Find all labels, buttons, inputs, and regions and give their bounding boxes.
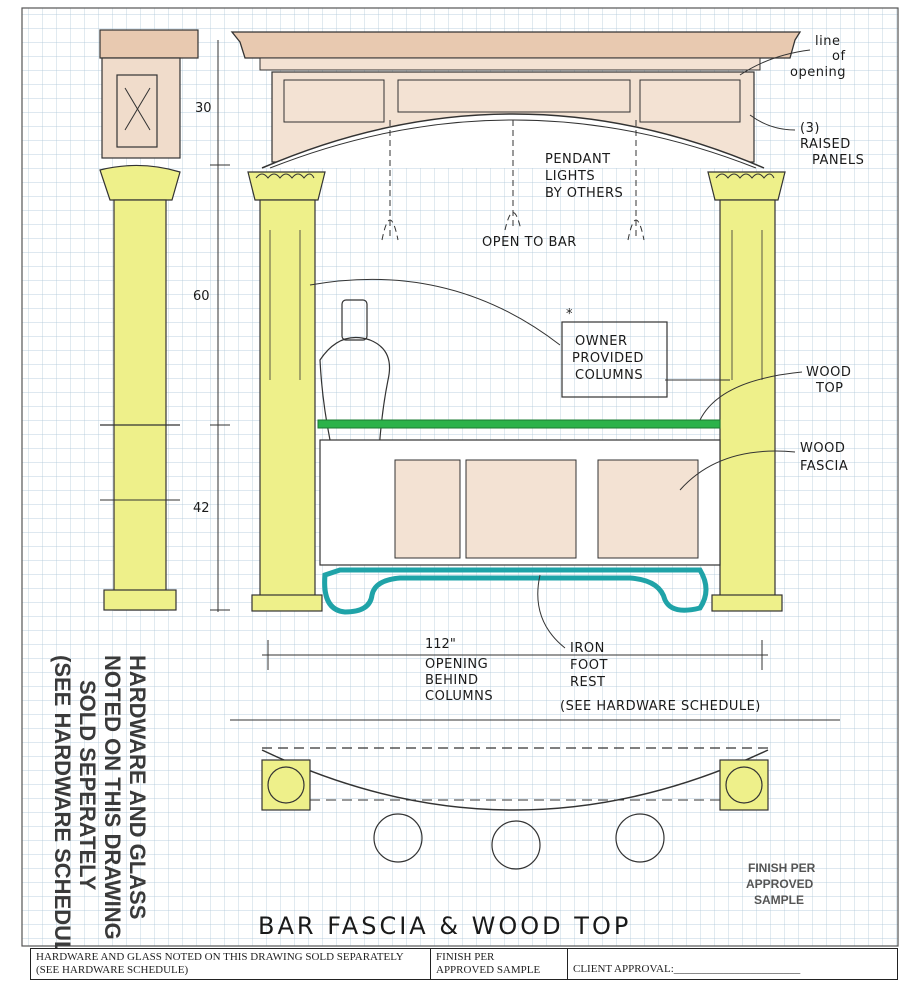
note-wood-top-2: TOP xyxy=(815,381,844,396)
annotations: line of opening (3) RAISED PANELS PENDAN… xyxy=(309,34,864,714)
finish-stamp-2: APPROVED xyxy=(746,877,814,891)
title-block: HARDWARE AND GLASS NOTED ON THIS DRAWING… xyxy=(30,948,898,980)
note-open-to-bar: OPEN TO BAR xyxy=(482,235,577,250)
note-owner-3: COLUMNS xyxy=(575,368,643,383)
pendant-lights xyxy=(381,120,645,241)
wood-top xyxy=(317,419,721,429)
note-pendant-3: BY OTHERS xyxy=(545,186,623,201)
bar-stool-2 xyxy=(491,820,541,870)
note-raised-panels-2: RAISED xyxy=(800,137,851,152)
opening-dimension: 112" OPENING BEHIND COLUMNS xyxy=(262,637,768,704)
note-footrest-3: REST xyxy=(570,675,605,690)
finish-stamp: FINISH PER APPROVED SAMPLE xyxy=(746,861,816,907)
note-wood-fascia-1: WOOD xyxy=(800,441,845,456)
right-column xyxy=(707,171,786,612)
stamp-line-1: HARDWARE AND GLASS xyxy=(125,655,150,919)
note-owner-2: PROVIDED xyxy=(572,351,644,366)
stamp-line-4: (SEE HARDWARE SCHEDULE) xyxy=(50,655,75,976)
opening-note-3: COLUMNS xyxy=(425,689,493,704)
note-wood-fascia-2: FASCIA xyxy=(800,459,848,474)
note-line-of-opening-2: of xyxy=(832,49,846,64)
stamp-line-3: SOLD SEPERATELY xyxy=(75,680,100,891)
dim-60-label: 60 xyxy=(193,289,210,304)
opening-note-2: BEHIND xyxy=(425,673,478,688)
drawing-title: BAR FASCIA & WOOD TOP xyxy=(258,912,631,940)
finish-stamp-1: FINISH PER xyxy=(748,861,816,875)
note-wood-top-1: WOOD xyxy=(806,365,851,380)
title-block-finish-line2: APPROVED SAMPLE xyxy=(436,964,541,976)
note-owner-1: OWNER xyxy=(575,334,628,349)
plan-view xyxy=(230,719,840,870)
dim-112-label: 112" xyxy=(425,637,456,652)
note-footrest-1: IRON xyxy=(570,641,605,656)
note-footrest-2: FOOT xyxy=(570,658,608,673)
note-line-of-opening-3: opening xyxy=(790,65,846,80)
dim-30-label: 30 xyxy=(195,101,212,116)
note-raised-panels-3: PANELS xyxy=(812,153,864,168)
note-footrest-4: (SEE HARDWARE SCHEDULE) xyxy=(560,699,761,714)
title-block-finish-line1: FINISH PER xyxy=(436,951,495,963)
note-asterisk: * xyxy=(566,307,573,322)
note-line-of-opening-1: line xyxy=(815,34,840,49)
stamp-line-2: NOTED ON THIS DRAWING xyxy=(100,655,125,940)
cornice xyxy=(230,31,802,71)
wood-fascia xyxy=(319,439,721,566)
note-raised-panels-1: (3) xyxy=(800,121,820,136)
bar-stool-3 xyxy=(615,813,665,863)
hardware-stamp: HARDWARE AND GLASS NOTED ON THIS DRAWING… xyxy=(50,655,150,976)
title-block-finish: FINISH PER APPROVED SAMPLE xyxy=(431,949,568,979)
owner-columns-box xyxy=(561,321,668,398)
note-pendant-1: PENDANT xyxy=(545,152,611,167)
side-elevation xyxy=(99,29,199,611)
note-pendant-2: LIGHTS xyxy=(545,169,595,184)
title-block-note-line2: (SEE HARDWARE SCHEDULE) xyxy=(36,964,189,976)
title-block-note: HARDWARE AND GLASS NOTED ON THIS DRAWING… xyxy=(31,949,431,979)
client-approval-field[interactable]: CLIENT APPROVAL:_______________________ xyxy=(573,963,801,975)
opening-note-1: OPENING xyxy=(425,657,488,672)
left-column xyxy=(247,171,326,612)
finish-stamp-3: SAMPLE xyxy=(754,893,804,907)
dim-42-label: 42 xyxy=(193,501,210,516)
iron-foot-rail xyxy=(322,567,709,615)
title-block-note-line1: HARDWARE AND GLASS NOTED ON THIS DRAWING… xyxy=(36,951,404,963)
bar-stool-1 xyxy=(373,813,423,863)
vertical-dimension-line: 30 60 42 xyxy=(193,40,230,612)
